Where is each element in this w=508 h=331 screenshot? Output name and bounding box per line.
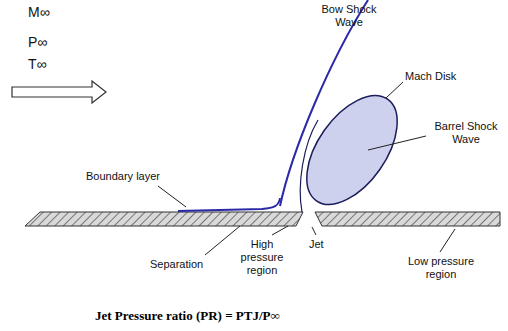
part-label: Boundary layer	[86, 170, 160, 183]
part-label: T∞	[28, 56, 47, 72]
part-label: Barrel Shock Wave	[430, 120, 502, 146]
figure-caption: Jet Pressure ratio (PR) = PTJ/P∞	[95, 308, 280, 324]
barrel-shock	[289, 80, 416, 221]
part-label: Bow Shock Wave	[318, 3, 380, 29]
part-label: Separation	[150, 258, 203, 271]
part-label: Mach Disk	[405, 70, 456, 83]
wall-plate-left	[25, 212, 303, 226]
boundary-layer	[178, 198, 280, 211]
freestream-arrow	[12, 81, 106, 103]
part-label: P∞	[28, 34, 47, 50]
leader-lines	[158, 82, 455, 255]
part-label: High pressure region	[228, 238, 296, 277]
part-label: M∞	[28, 4, 50, 20]
part-label: Jet	[309, 238, 324, 251]
wall-plate-right	[315, 212, 500, 226]
bow-shock	[280, 0, 368, 206]
part-label: Low pressure region	[404, 255, 478, 281]
